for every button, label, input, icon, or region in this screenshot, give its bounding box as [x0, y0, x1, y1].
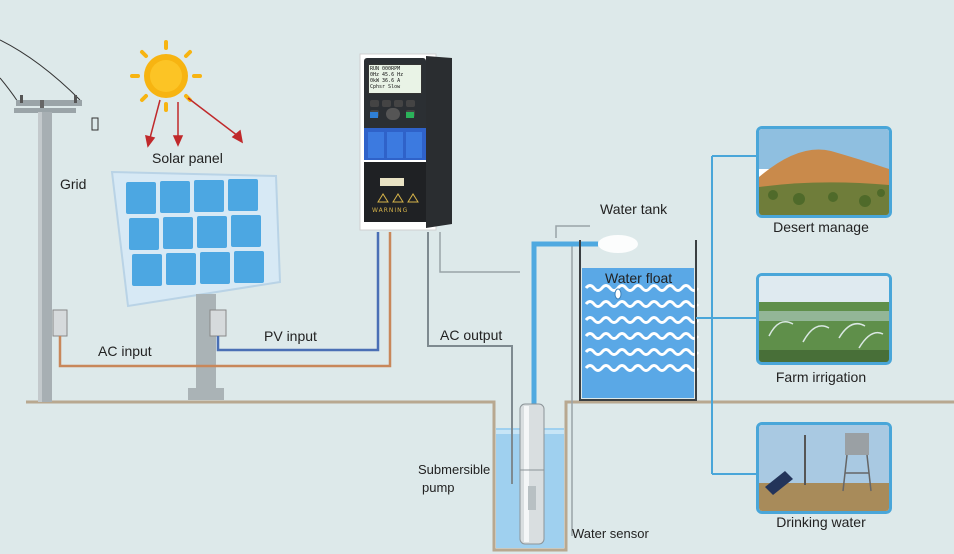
- display-line: RUN 000RPM: [370, 66, 401, 72]
- ac-input-label: AC input: [98, 343, 152, 359]
- submersible-pump-icon: [519, 403, 545, 545]
- display-line: 0Hz 45.6 Hz: [370, 72, 404, 78]
- float-wire: [555, 225, 590, 238]
- grid-label: Grid: [60, 176, 87, 192]
- distribution-lines: [696, 155, 756, 475]
- solar-cell: [160, 181, 190, 213]
- water-tank: [579, 240, 700, 401]
- pv-input-wire: [216, 232, 380, 352]
- water-splash: [598, 235, 638, 253]
- solar-cell: [200, 252, 230, 284]
- inverter-warning-label: WARNING: [372, 207, 409, 214]
- solar-cell: [132, 254, 162, 286]
- water-tank-label: Water tank: [600, 201, 668, 217]
- ac-output-label: AC output: [440, 327, 503, 343]
- solar-panel: [110, 170, 282, 400]
- solar-panel-label: Solar panel: [152, 150, 223, 166]
- application-label: Desert manage: [773, 219, 869, 235]
- water-wave: [584, 348, 700, 356]
- submersible-pump-label-line2: pump: [422, 480, 455, 495]
- sun-icon: [130, 40, 202, 112]
- pv-input-label: PV input: [264, 328, 317, 344]
- solar-cell: [166, 253, 196, 285]
- water-tower-photo: [756, 422, 892, 514]
- grid-pole: [14, 95, 99, 402]
- solar-cell: [231, 215, 261, 247]
- solar-cell: [197, 216, 227, 248]
- application-label: Drinking water: [776, 514, 866, 530]
- solar-cell: [194, 180, 224, 212]
- display-line: 0kW 36.6 A: [370, 78, 401, 84]
- ac-input-wire: [58, 232, 392, 368]
- inverter-display: RUN 000RPM 0Hz 45.6 Hz 0kW 36.6 A Cphsr …: [368, 64, 422, 94]
- water-float-label: Water float: [605, 270, 673, 286]
- solar-cell: [234, 251, 264, 283]
- power-lines: [0, 39, 81, 103]
- display-line: Cphsr Slow: [370, 84, 401, 90]
- ac-output-wire: [427, 232, 513, 484]
- solar-cell: [129, 218, 159, 250]
- application-label: Farm irrigation: [775, 369, 867, 385]
- irrigation-photo: [756, 273, 892, 365]
- sunlight-arrows: [145, 97, 244, 148]
- solar-cell: [126, 182, 156, 214]
- ground: [26, 400, 954, 552]
- water-wave: [584, 284, 700, 292]
- water-pipe: [531, 241, 598, 404]
- submersible-pump-label: Submersible: [418, 462, 491, 477]
- water-wave: [584, 332, 700, 340]
- water-wave: [584, 300, 700, 308]
- water-sensor-label: Water sensor: [572, 526, 649, 541]
- water-wave: [584, 316, 700, 324]
- desert-photo: [756, 126, 892, 218]
- signal-wire: [439, 232, 520, 273]
- solar-cell: [163, 217, 193, 249]
- water-wave: [584, 364, 700, 372]
- solar-cell: [228, 179, 258, 211]
